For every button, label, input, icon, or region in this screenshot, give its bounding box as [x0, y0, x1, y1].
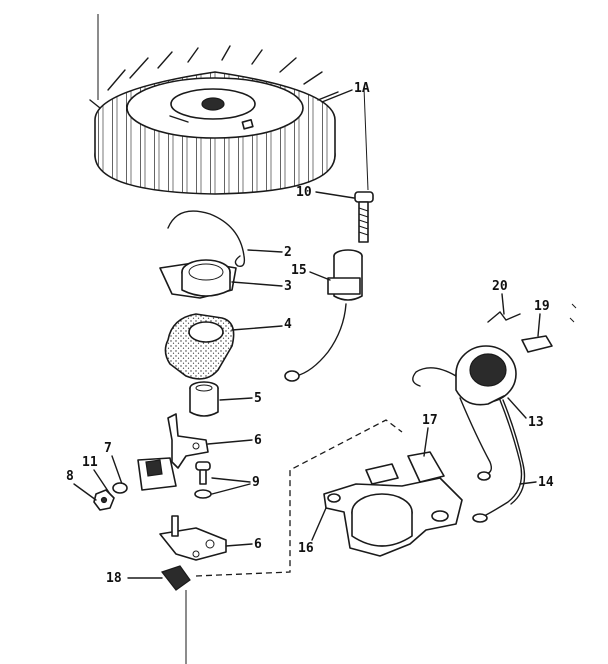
- label-9: 9: [252, 475, 260, 490]
- hex-nut: [93, 489, 115, 511]
- label-16: 16: [298, 541, 314, 556]
- label-10: 10: [296, 185, 312, 200]
- coil-leads: [472, 399, 526, 523]
- condenser: [284, 249, 363, 382]
- breaker-bracket-upper: [167, 413, 209, 469]
- felt-pad: [161, 565, 191, 591]
- screw-top: [354, 191, 374, 243]
- cover-clip: [521, 335, 553, 353]
- label-7: 7: [104, 441, 112, 456]
- label-1a: 1A: [354, 81, 370, 96]
- label-6-lower: 6: [254, 537, 262, 552]
- gasket: [164, 313, 235, 380]
- breaker-points: [137, 457, 177, 491]
- assembly-guide-line: [195, 419, 403, 577]
- label-8: 8: [66, 469, 74, 484]
- label-2: 2: [284, 245, 292, 260]
- label-15: 15: [291, 263, 307, 278]
- magneto-base: [323, 451, 463, 557]
- label-6-upper: 6: [254, 433, 262, 448]
- bushing: [189, 381, 219, 417]
- label-13: 13: [528, 415, 544, 430]
- label-17: 17: [422, 413, 438, 428]
- cam-cover: [159, 259, 237, 299]
- label-14: 14: [538, 475, 554, 490]
- flywheel: [89, 45, 339, 195]
- label-18: 18: [106, 571, 122, 586]
- label-19: 19: [534, 299, 550, 314]
- label-20: 20: [492, 279, 508, 294]
- breaker-bracket-lower: [159, 515, 227, 561]
- ignition-coil: [412, 345, 517, 481]
- spring-clip: [167, 210, 246, 267]
- axis-line-right: [363, 87, 369, 191]
- label-3: 3: [284, 279, 292, 294]
- retainer-wire: [487, 310, 521, 323]
- label-5: 5: [254, 391, 262, 406]
- label-11: 11: [82, 455, 98, 470]
- screws: [194, 461, 212, 499]
- washer: [112, 482, 128, 494]
- label-4: 4: [284, 317, 292, 332]
